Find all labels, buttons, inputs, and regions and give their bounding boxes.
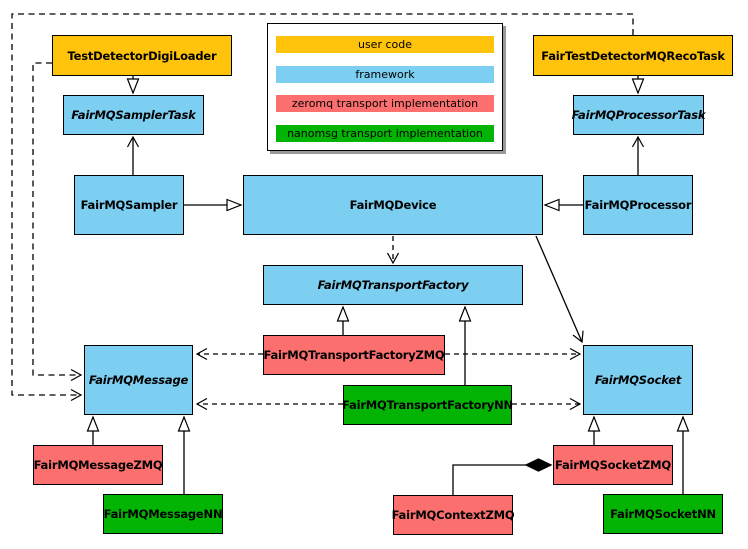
node-label: FairMQSocketNN (610, 507, 716, 521)
node-fairmqprocessortask: FairMQProcessorTask (571, 95, 706, 135)
node-fairmqmessagenn: FairMQMessageNN (103, 494, 223, 534)
node-fairmqtransportfactorynn: FairMQTransportFactoryNN (342, 385, 513, 425)
node-label: FairTestDetectorMQRecoTask (541, 48, 725, 63)
node-label: FairMQDevice (349, 198, 437, 212)
node-label: FairMQMessageZMQ (33, 458, 163, 472)
edge-comp-contextzmq-socketzmq (452, 465, 551, 495)
node-label: FairMQProcessorTask (571, 108, 706, 122)
legend-label: user code (357, 38, 413, 51)
legend-item-zeromq: zeromq transport implementation (276, 95, 494, 113)
legend-item-framework: framework (276, 65, 494, 83)
node-label: FairMQProcessor (584, 198, 692, 212)
node-testdetectordigiloader: TestDetectorDigiLoader (52, 35, 232, 76)
node-label: FairMQMessage (88, 373, 189, 387)
edge-assoc-device-socket (535, 235, 584, 344)
node-label: FairMQTransportFactory (317, 278, 469, 292)
node-fairmqdevice: FairMQDevice (243, 175, 543, 235)
node-fairmqsamplertask: FairMQSamplerTask (63, 95, 204, 135)
node-label: FairMQSocket (594, 373, 682, 387)
legend-label: nanomsg transport implementation (287, 126, 483, 140)
node-fairmqmessage: FairMQMessage (84, 345, 193, 415)
node-fairmqsocket: FairMQSocket (583, 345, 693, 415)
edge-dep-recotask-message (11, 13, 634, 402)
node-fairmqsocketnn: FairMQSocketNN (603, 494, 723, 534)
node-fairmqprocessor: FairMQProcessor (583, 175, 693, 235)
legend-box: user code framework zeromq transport imp… (267, 23, 503, 151)
node-label: FairMQSampler (80, 198, 178, 212)
legend-item-nanomsg: nanomsg transport implementation (276, 124, 494, 142)
node-fairmqtransportfactory: FairMQTransportFactory (263, 265, 523, 305)
node-fairmqsocketzmq: FairMQSocketZMQ (553, 445, 673, 485)
node-fairmqsampler: FairMQSampler (74, 175, 184, 235)
legend-item-user-code: user code (276, 36, 494, 53)
legend-label: framework (355, 67, 415, 81)
legend-label: zeromq transport implementation (291, 97, 479, 111)
node-label: FairMQSocketZMQ (555, 458, 671, 472)
node-label: FairMQContextZMQ (391, 508, 515, 522)
node-label: FairMQTransportFactoryZMQ (263, 348, 445, 362)
node-label: TestDetectorDigiLoader (67, 48, 217, 63)
node-fairmqtransportfactoryzmq: FairMQTransportFactoryZMQ (263, 335, 445, 375)
node-fairtestdetectormqrecotask: FairTestDetectorMQRecoTask (533, 35, 733, 76)
node-label: FairMQTransportFactoryNN (342, 398, 513, 412)
node-label: FairMQMessageNN (103, 507, 223, 521)
node-label: FairMQSamplerTask (71, 108, 196, 122)
node-fairmqcontextzmq: FairMQContextZMQ (391, 495, 515, 535)
node-fairmqmessagezmq: FairMQMessageZMQ (33, 445, 163, 485)
